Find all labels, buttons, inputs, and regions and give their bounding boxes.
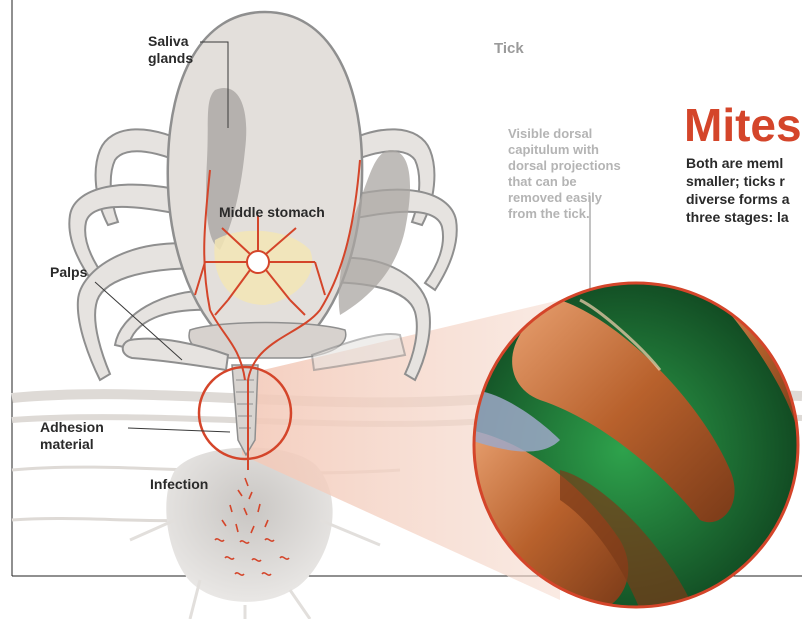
tick-title: Tick xyxy=(494,40,524,57)
palps-label: Palps xyxy=(50,264,87,281)
mites-heading: Mites xyxy=(684,100,802,150)
capitulum-callout: Visible dorsal capitulum with dorsal pro… xyxy=(508,126,621,222)
infection-label: Infection xyxy=(150,476,208,493)
mites-desc-line-1: Both are meml xyxy=(686,154,790,172)
adhesion-line-1: Adhesion xyxy=(40,419,104,436)
middle-stomach-label: Middle stomach xyxy=(219,204,325,221)
saliva-glands-line-2: glands xyxy=(148,50,193,67)
adhesion-line-2: material xyxy=(40,436,104,453)
mites-desc-line-2: smaller; ticks r xyxy=(686,172,790,190)
callout-line-4: that can be xyxy=(508,174,621,190)
callout-line-2: capitulum with xyxy=(508,142,621,158)
callout-line-1: Visible dorsal xyxy=(508,126,621,142)
mites-description: Both are meml smaller; ticks r diverse f… xyxy=(686,154,790,226)
saliva-glands-line-1: Saliva xyxy=(148,33,193,50)
callout-line-6: from the tick. xyxy=(508,206,621,222)
saliva-glands-label: Saliva glands xyxy=(148,33,193,67)
mites-desc-line-4: three stages: la xyxy=(686,208,790,226)
callout-line-5: removed easily xyxy=(508,190,621,206)
mites-desc-line-3: diverse forms a xyxy=(686,190,790,208)
callout-line-3: dorsal projections xyxy=(508,158,621,174)
tick-body xyxy=(168,12,410,358)
adhesion-material-label: Adhesion material xyxy=(40,419,104,453)
